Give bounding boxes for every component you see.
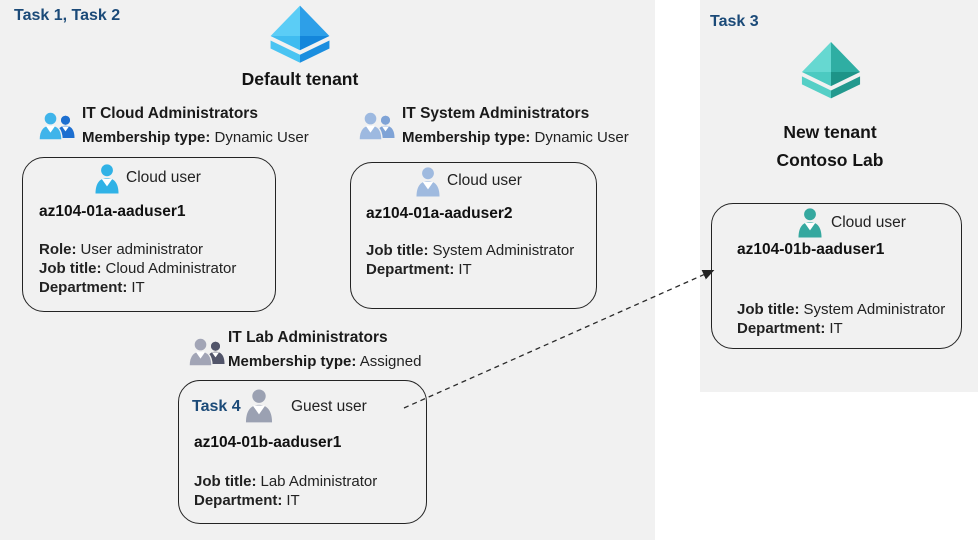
user-field-job-title: Job title:Cloud Administrator	[39, 260, 236, 279]
user-card-az104-01a-aaduser1: Cloud user az104-01a-aaduser1 Role:User …	[22, 157, 276, 312]
field-label: Job title:	[737, 301, 800, 318]
field-label: Job title:	[194, 473, 257, 490]
membership-type-value: Assigned	[359, 353, 422, 370]
group-membership-type: Membership type: Assigned	[228, 353, 421, 370]
field-label: Department:	[366, 260, 455, 278]
user-type-label: Cloud user	[831, 214, 906, 231]
field-value: User administrator	[80, 241, 204, 258]
user-card-az104-01a-aaduser2: Cloud user az104-01a-aaduser2 Job title:…	[350, 162, 597, 309]
group-users-icon	[358, 112, 395, 141]
field-value: System Administrator	[432, 242, 575, 259]
user-name: az104-01b-aaduser1	[737, 241, 885, 258]
user-attributes: Job title:Lab Administrator Department:I…	[194, 473, 377, 511]
group-users-icon	[38, 112, 75, 141]
user-field-department: Department:IT	[194, 492, 377, 511]
cloud-user-icon	[798, 208, 822, 238]
user-field-job-title: Job title:System Administrator	[737, 301, 945, 320]
field-value: Lab Administrator	[260, 473, 378, 490]
field-label: Department:	[737, 319, 826, 337]
user-card-new-tenant-az104-01b-aaduser1: Cloud user az104-01b-aaduser1 Job title:…	[711, 203, 962, 349]
user-field-job-title: Job title:Lab Administrator	[194, 473, 377, 492]
user-field-department: Department:IT	[737, 320, 945, 339]
user-field-department: Department:IT	[39, 279, 236, 298]
field-value: Cloud Administrator	[105, 259, 237, 277]
user-type-label: Cloud user	[126, 169, 201, 186]
field-label: Job title:	[39, 259, 102, 277]
user-name: az104-01b-aaduser1	[194, 434, 342, 451]
azure-tenant-diamond-icon	[801, 42, 861, 99]
user-type-label: Guest user	[291, 398, 367, 415]
user-field-job-title: Job title:System Administrator	[366, 242, 574, 261]
field-label: Department:	[194, 491, 283, 509]
user-attributes: Role:User administrator Job title:Cloud …	[39, 241, 236, 297]
field-value: System Administrator	[803, 301, 946, 318]
user-card-guest-az104-01b-aaduser1: Task 4 Guest user az104-01b-aaduser1 Job…	[178, 380, 427, 524]
user-name: az104-01a-aaduser1	[39, 203, 186, 220]
field-value: IT	[286, 491, 300, 509]
field-label: Job title:	[366, 242, 429, 259]
cloud-user-icon	[416, 167, 440, 197]
field-label: Role:	[39, 241, 77, 258]
default-tenant-panel	[0, 0, 655, 540]
membership-type-label: Membership type:	[402, 129, 531, 146]
user-attributes: Job title:System Administrator Departmen…	[737, 301, 945, 339]
user-type-label: Cloud user	[447, 172, 522, 189]
cloud-user-icon	[95, 164, 119, 194]
user-name: az104-01a-aaduser2	[366, 205, 513, 222]
group-name-it-lab-administrators: IT Lab Administrators	[228, 329, 388, 346]
task-4-label: Task 4	[192, 398, 241, 415]
membership-type-value: Dynamic User	[214, 129, 309, 146]
azure-tenant-diamond-icon	[270, 5, 330, 63]
task-3-label: Task 3	[710, 13, 759, 30]
membership-type-label: Membership type:	[228, 353, 357, 370]
membership-type-value: Dynamic User	[534, 129, 629, 146]
group-membership-type: Membership type: Dynamic User	[402, 129, 629, 146]
default-tenant-title: Default tenant	[241, 69, 359, 89]
membership-type-label: Membership type:	[82, 129, 211, 146]
field-value: IT	[829, 319, 843, 337]
new-tenant-title-line2: Contoso Lab	[776, 150, 884, 170]
task-1-2-label: Task 1, Task 2	[14, 7, 121, 24]
user-field-department: Department:IT	[366, 261, 574, 280]
group-name-it-system-administrators: IT System Administrators	[402, 105, 590, 122]
field-value: IT	[458, 260, 472, 278]
group-membership-type: Membership type: Dynamic User	[82, 129, 309, 146]
group-name-it-cloud-administrators: IT Cloud Administrators	[82, 105, 258, 122]
user-attributes: Job title:System Administrator Departmen…	[366, 242, 574, 280]
new-tenant-title-line1: New tenant	[783, 122, 877, 142]
group-users-icon	[188, 338, 225, 367]
field-value: IT	[131, 278, 145, 296]
field-label: Department:	[39, 278, 128, 296]
guest-user-icon	[245, 389, 273, 423]
user-field-role: Role:User administrator	[39, 241, 236, 260]
